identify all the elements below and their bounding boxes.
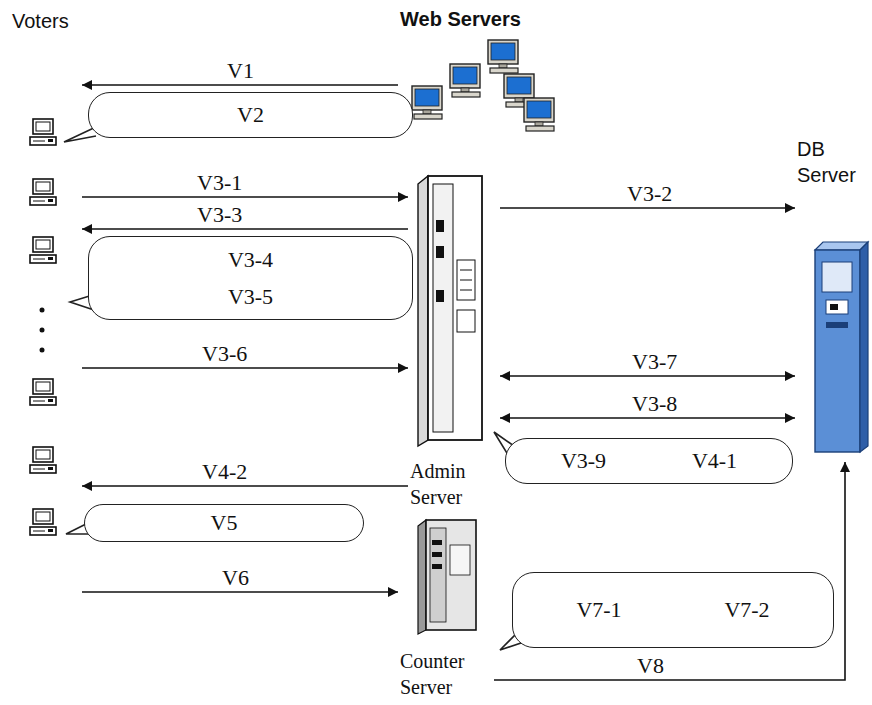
message-label: V2 [237, 102, 264, 127]
node-label: Admin Server [410, 458, 490, 510]
message-label: V6 [219, 566, 252, 590]
message-arrow [500, 375, 795, 377]
message-label: V3-8 [629, 392, 680, 416]
voter-computers [30, 119, 56, 535]
message-label: V1 [224, 59, 257, 83]
message-arrow [82, 196, 408, 198]
web-server-group: Web Servers [398, 4, 564, 136]
speech-bubble: V2 [88, 92, 413, 138]
db-server-cabinet [815, 242, 868, 452]
message-arrow [82, 84, 398, 86]
db-server: DB Server [795, 134, 869, 462]
speech-bubble: V3-4V3-5 [88, 236, 413, 320]
speech-bubble: V3-9 V4-1 [505, 438, 793, 484]
message-arrow [82, 228, 408, 230]
speech-bubble: V7-1 V7-2 [512, 572, 834, 648]
message-label: V8 [634, 654, 667, 678]
node-label: DB Server [797, 136, 863, 188]
message-arrow [500, 207, 795, 209]
message-label: V3-4 [228, 247, 273, 272]
counter-server: Counter Server [398, 516, 494, 702]
admin-server-tower [418, 176, 482, 446]
voter-group: Voters [10, 6, 82, 548]
message-label: V3-5 [228, 284, 273, 309]
message-arrow [82, 485, 408, 487]
message-label: V3-7 [629, 350, 680, 374]
speech-bubble: V5 [84, 504, 364, 542]
node-label: Web Servers [400, 6, 521, 32]
node-label: Voters [12, 8, 69, 34]
message-arrow [500, 417, 795, 419]
message-label: V3-6 [199, 342, 250, 366]
admin-server: Admin Server [408, 170, 500, 512]
message-arrow [82, 591, 398, 593]
message-arrow [494, 462, 845, 680]
web-server-computers [412, 40, 554, 131]
message-label: V7-1 [576, 597, 621, 622]
message-label: V3-2 [624, 182, 675, 206]
message-label: V5 [211, 510, 238, 535]
message-label: V3-3 [194, 203, 245, 227]
message-label: V3-1 [194, 171, 245, 195]
bubble-tails [64, 126, 530, 650]
node-label: Counter Server [400, 648, 488, 700]
counter-server-tower [418, 520, 476, 634]
message-label: V4-2 [199, 460, 250, 484]
message-label: V4-1 [692, 448, 737, 473]
message-label: V3-9 [561, 448, 606, 473]
message-label: V7-2 [724, 597, 769, 622]
message-arrow [82, 367, 408, 369]
